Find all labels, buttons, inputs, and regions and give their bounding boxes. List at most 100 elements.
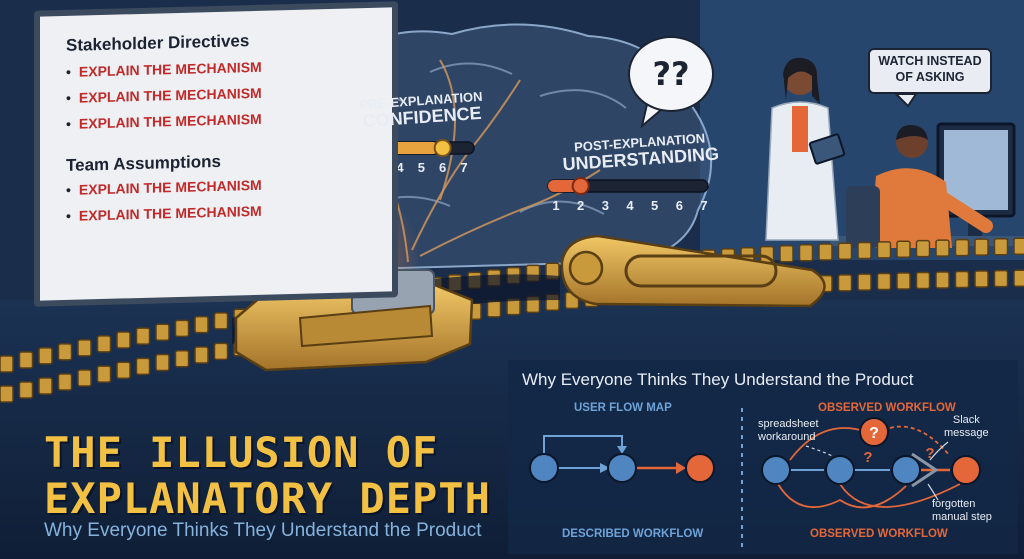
zipper-tooth bbox=[954, 238, 970, 257]
zipper-tooth bbox=[915, 271, 931, 290]
zipper-tooth bbox=[57, 343, 73, 361]
zipper-tooth bbox=[935, 239, 950, 257]
assumptions-heading: Team Assumptions bbox=[66, 151, 221, 175]
note-slack-line-1: Slack bbox=[952, 414, 980, 426]
zipper-tooth bbox=[876, 241, 892, 259]
zipper-tooth bbox=[486, 300, 502, 318]
zipper-tooth bbox=[213, 312, 229, 330]
zipper-tooth bbox=[57, 373, 73, 391]
main-title-line-2: EXPLANATORY DEPTH bbox=[44, 474, 491, 523]
user-hair bbox=[896, 124, 928, 140]
whiteboard: Stakeholder Directives EXPLAIN THE MECHA… bbox=[34, 1, 398, 307]
described-node-2 bbox=[607, 453, 637, 483]
subtitle: Why Everyone Thinks They Understand the … bbox=[44, 520, 482, 541]
user-flow-map-label: USER FLOW MAP bbox=[574, 402, 672, 414]
note-forgotten-manual-step: forgotten manual step bbox=[932, 498, 992, 523]
zipper-tooth bbox=[38, 347, 53, 365]
zipper-tooth bbox=[116, 361, 131, 379]
zipper-tooth bbox=[18, 381, 34, 399]
monitor-screen bbox=[944, 130, 1008, 210]
directive-item: EXPLAIN THE MECHANISM bbox=[66, 85, 262, 106]
zipper-tooth bbox=[1013, 237, 1024, 255]
flow-panel-title: Why Everyone Thinks They Understand the … bbox=[522, 370, 914, 389]
user-arm bbox=[923, 183, 993, 233]
zipper-tooth bbox=[0, 385, 14, 403]
observed-node-2 bbox=[825, 455, 855, 485]
scientist-coat bbox=[765, 101, 839, 241]
directive-item: EXPLAIN THE MECHANISM bbox=[66, 59, 262, 80]
zipper-tooth bbox=[974, 238, 989, 256]
observed-question-mark-mid: ? bbox=[863, 449, 872, 466]
post-scale-tick-label: 4 bbox=[626, 198, 634, 213]
observed-workflow-diagram bbox=[777, 425, 961, 509]
zipper-tooth bbox=[876, 272, 892, 291]
zipper-tooth bbox=[798, 244, 814, 262]
zipper-tooth bbox=[896, 240, 911, 258]
zipper-tooth bbox=[77, 369, 92, 387]
observed-node-end bbox=[951, 455, 981, 485]
post-scale-tick-label: 2 bbox=[577, 198, 584, 213]
observed-workflow-bottom-label: OBSERVED WORKFLOW bbox=[810, 528, 948, 540]
zipper-tooth bbox=[974, 270, 989, 288]
zipper-tooth bbox=[116, 331, 131, 349]
assumption-item: EXPLAIN THE MECHANISM bbox=[66, 203, 262, 224]
scientist-shirt bbox=[792, 106, 808, 152]
pre-scale-tick-label: 5 bbox=[418, 160, 425, 175]
zipper-tooth bbox=[96, 335, 112, 353]
zipper-tooth bbox=[96, 365, 112, 383]
post-scale-tick-label: 7 bbox=[700, 198, 707, 213]
described-node-3 bbox=[685, 453, 715, 483]
post-scale-knob bbox=[571, 177, 590, 195]
note-forgotten-line-1: forgotten bbox=[932, 498, 976, 510]
observed-workflow-top-label: OBSERVED WORKFLOW bbox=[818, 402, 956, 414]
note-spreadsheet-line-1: spreadsheet bbox=[758, 418, 819, 430]
zipper-tooth bbox=[174, 319, 190, 338]
zipper-tooth bbox=[155, 323, 170, 341]
pre-scale-tick-label: 6 bbox=[439, 160, 446, 175]
observed-node-3 bbox=[891, 455, 921, 485]
observed-question-mark: ? bbox=[869, 425, 879, 442]
zipper-tooth bbox=[954, 270, 970, 289]
note-slack-message: Slack message bbox=[944, 414, 989, 439]
zipper-tooth bbox=[155, 353, 170, 372]
post-scale-fill bbox=[548, 180, 579, 192]
post-scale-tick-label: 6 bbox=[676, 198, 683, 213]
zipper-tooth bbox=[837, 242, 853, 260]
zipper-tooth bbox=[837, 274, 853, 292]
scientist-hair bbox=[783, 57, 820, 104]
zipper-tooth bbox=[135, 327, 151, 345]
tablet bbox=[808, 133, 846, 165]
zipper-tooth bbox=[194, 315, 209, 334]
post-scale-tick-label: 3 bbox=[602, 198, 609, 213]
chair bbox=[846, 186, 880, 248]
zipper-tooth bbox=[135, 357, 151, 376]
zipper-tooth bbox=[857, 241, 872, 260]
zipper-tooth bbox=[0, 355, 14, 373]
zipper-tooth bbox=[779, 244, 794, 263]
note-slack-line-2: message bbox=[944, 426, 989, 439]
note-spreadsheet-line-2: workaround bbox=[758, 430, 816, 443]
directives-heading: Stakeholder Directives bbox=[66, 31, 250, 55]
observed-node-1 bbox=[761, 455, 791, 485]
main-title-line-1: THE ILLUSION OF bbox=[44, 428, 439, 477]
note-spreadsheet-workaround: spreadsheet workaround bbox=[758, 418, 819, 443]
speech-bubble: ?? bbox=[628, 36, 714, 112]
pre-scale-knob bbox=[433, 139, 452, 157]
zipper-tooth bbox=[174, 349, 190, 368]
zipper-tooth bbox=[213, 342, 229, 361]
observed-node-question bbox=[859, 417, 889, 447]
note-forgotten-line-2: manual step bbox=[932, 510, 992, 523]
zipper-tooth bbox=[77, 339, 92, 357]
watch-callout: WATCH INSTEAD OF ASKING bbox=[868, 48, 992, 94]
post-scale-tick-label: 1 bbox=[552, 198, 559, 213]
described-node-1 bbox=[529, 453, 559, 483]
observed-question-mark-low: ? bbox=[925, 445, 934, 462]
described-workflow-label: DESCRIBED WORKFLOW bbox=[562, 528, 704, 540]
assumption-item: EXPLAIN THE MECHANISM bbox=[66, 177, 262, 198]
zipper-tooth bbox=[818, 243, 833, 261]
pre-scale-tick-label: 7 bbox=[460, 160, 467, 175]
zipper-tooth bbox=[18, 351, 34, 369]
zipper-tooth bbox=[1013, 269, 1024, 287]
pre-scale-tick-label: 4 bbox=[396, 160, 404, 175]
